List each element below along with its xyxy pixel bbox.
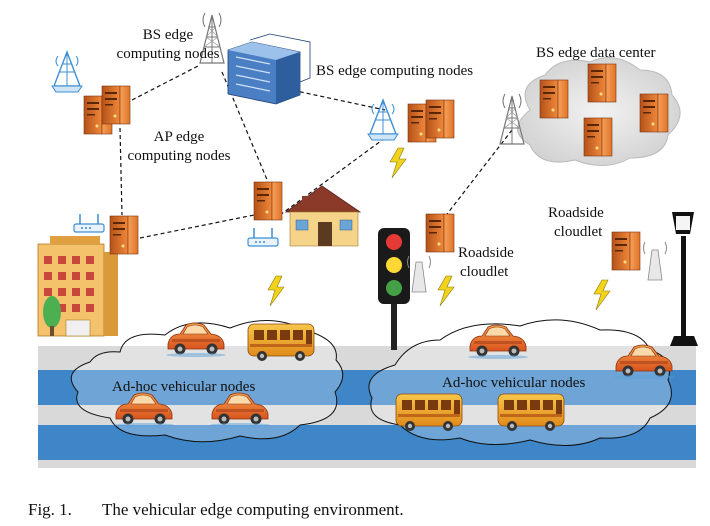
bs-edge-right-server-icon	[407, 99, 455, 143]
roadside-right-antenna-icon	[643, 241, 667, 281]
figure-caption-text: The vehicular edge computing environment…	[102, 500, 404, 519]
ap-edge-nodes-label: AP edge computing nodes	[127, 129, 231, 164]
roadside-right-lightning-icon	[593, 279, 611, 311]
roadside-center-lightning-icon	[437, 275, 455, 307]
street-lamp-icon	[670, 212, 698, 346]
bs-edge-nodes-top-label: BS edge computing nodes	[116, 27, 220, 62]
adhoc-left-label: Ad-hoc vehicular nodes	[112, 379, 256, 395]
bus-icon	[247, 323, 315, 362]
roadside-cloudlet-center-label: Roadside cloudlet	[458, 245, 514, 280]
bus-icon	[395, 393, 463, 432]
bs-edge-right-tower-icon	[367, 99, 399, 141]
ap-lightning-icon	[267, 275, 285, 307]
building-server-icon	[109, 215, 139, 255]
network-links	[119, 64, 513, 239]
bs-edge-server-icon	[83, 85, 131, 135]
roadside-cloudlet-right-server-icon	[611, 231, 641, 271]
ap-edge-server-icon	[253, 181, 283, 221]
roadside-cloudlet-right-label: Roadside cloudlet	[548, 205, 604, 240]
bus-icon	[497, 393, 565, 432]
bs-edge-nodes-right-label: BS edge computing nodes	[316, 63, 474, 79]
building-router-icon	[73, 213, 105, 233]
figure-caption: Fig. 1. The vehicular edge computing envi…	[28, 500, 404, 520]
house-icon	[284, 185, 362, 247]
ap-router-icon	[247, 227, 279, 247]
data-center-server-rack-icon	[227, 33, 311, 105]
roadside-antenna-icon	[407, 255, 431, 293]
traffic-light-icon	[378, 228, 410, 350]
bs-edge-right-lightning-icon	[389, 147, 407, 179]
adhoc-right-label: Ad-hoc vehicular nodes	[442, 375, 586, 391]
left-tower-icon	[51, 51, 83, 93]
roadside-cloudlet-center-server-icon	[425, 213, 455, 253]
tree-icon	[43, 296, 61, 336]
bs-edge-data-center-label: BS edge data center	[536, 45, 656, 61]
figure-number: Fig. 1.	[28, 500, 72, 519]
